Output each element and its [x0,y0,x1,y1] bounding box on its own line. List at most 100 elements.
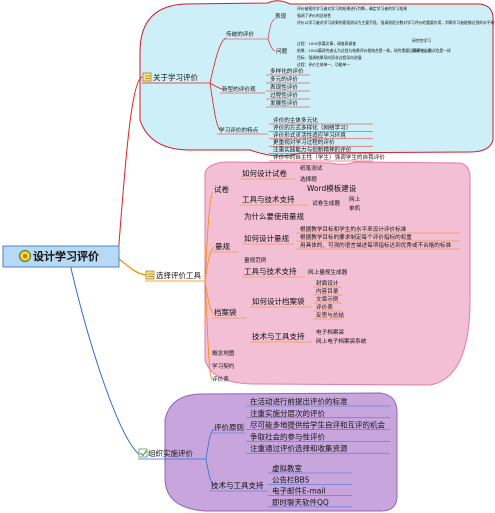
dangan-how-item: 反思与总结 [316,311,344,319]
node-qiyue[interactable]: 学习契约 [212,362,235,370]
b3-tools-item: 虚拟教室 [272,463,302,473]
note-icon [142,72,152,82]
dangan-tools[interactable]: 技术与工具支持 [252,331,305,341]
shijuan-gen[interactable]: 试卷生成器 [312,199,340,207]
shijuan-design-item-1: 纸笔测试 [300,164,323,172]
flower-icon [19,250,31,262]
guiliang-tools[interactable]: 工具与技术支持 [244,266,297,276]
root-label: 设计学习评价 [33,249,100,263]
check-icon [138,448,148,458]
xueyi-item: 评价中的自主性（学生）强调学生的自我评价 [273,153,385,161]
xueyi-item: 评价的方式多样化（网络学习） [273,123,351,131]
node-gainian[interactable]: 概念地图 [212,349,235,357]
yuanze-item: 在活动进行前提出评价的标准 [250,396,348,406]
connector-root-branch2 [117,257,147,276]
guiliang-why[interactable]: 为什么要使用量规 [244,211,304,221]
connector-wenti [267,38,276,52]
wenti-line: 结果：1000篇研究者认为过程与结果评价相结合是一致，研究需要后续研究，测试也是… [297,48,451,53]
branch3-label[interactable]: 组织实施评价 [148,448,193,458]
node-guiliang[interactable]: 量规 [215,241,230,251]
connector-root-branch1 [117,76,143,258]
panel-evaluation-about [139,0,494,157]
dangan-tools-item-2: 网上电子档案袋系统 [316,337,367,345]
biaoxian-line: 评价以学习者对学习成果的客观测试为主要手段，强调测验分数对学习评价的重要作用，判… [297,20,495,25]
biaoxian-line: 强调了评价的总结性 [297,13,331,18]
connector-b1-xueyi [209,82,221,131]
panel-implement-evaluation [164,392,398,512]
node-yuanze[interactable]: 评价原则 [214,423,244,432]
wenti-line: 过程：1000多篇文章，调查表调查 [297,41,356,46]
dangan-how-item: 评价表 [316,303,333,311]
shijuan-gen-item-2: 单机 [349,204,361,212]
yuanze-item: 尽可能多地提供给学生自评和互评的机会 [250,420,385,430]
xinxing-item: 过程性评价 [270,91,298,99]
xinxing-item: 发展性评价 [270,99,298,107]
wenti-line: 目标：强调结果导向而非过程导向进展 [297,55,362,60]
xueyi-item: 评价形式灵活性适应学习环境 [273,131,346,139]
b3-tools-item: 公告栏BBS [272,474,310,484]
node-xueyi[interactable]: 学习评价的特点 [219,126,259,134]
node-shijuan[interactable]: 试卷 [214,184,229,194]
b3-tools-item: 即时聊天软件QQ [272,497,329,507]
guiliang-how-item: 用具体的、可测的语言描述每项指标达到优秀或不合格的标准 [300,241,451,249]
xinxing-item: 多样化的评价 [270,67,304,75]
yuanze-item: 争取社会的参与性评价 [250,431,325,441]
node-dangan[interactable]: 档案袋 [214,307,237,317]
guiliang-example[interactable]: 量规范例 [244,256,267,264]
xinxing-item: 多元的评价 [270,75,298,83]
connector-b3-tools [205,458,215,486]
biaoxian-line: 评价被视作学习者对学习的结果进行判断，确定学习者的学习效果 [297,6,407,11]
note-icon [145,270,155,280]
biaoxian-details: 评价被视作学习者对学习的结果进行判断，确定学习者的学习效果强调了评价的总结性评价… [297,6,495,25]
wenti-right-item: 测评与选拔 [412,48,431,53]
yuanze-item: 注重实施分层次的评价 [250,408,325,418]
connector-b2-guiliang [204,246,215,282]
shijuan-word: Word模板建设 [307,183,357,193]
yuanze-item: 注重通过评价选择和收集资源 [250,443,348,453]
node-biaoxian[interactable]: 表现 [275,12,287,20]
dangan-how-item: 封面设计 [316,279,339,287]
xueyi-items: 评价的主体多元化评价的方式多样化（网络学习）评价形式灵活性适应学习环境更重视对学… [269,116,385,162]
dangan-how[interactable]: 如何设计档案袋 [252,296,305,306]
panel-evaluation-tools [204,161,471,386]
node-chuantong[interactable]: 传统的评价 [226,30,254,38]
node-wenti[interactable]: 问题 [276,47,288,55]
connector-b2-dangan [204,280,214,314]
wenti-line: 过程：评价主体单一，功能单一 [297,62,350,67]
xueyi-item: 注重实践能力与创新精神的评价 [273,146,352,154]
connector-b2-others [204,280,213,381]
connector-b1-xin [209,82,223,90]
wenti-details: 过程：1000多篇文章，调查表调查结果：1000篇研究者认为过程与结果评价相结合… [297,38,451,67]
guiliang-tools-item: 网上量规生成器 [308,268,348,276]
guiliang-how-items: 根据教学目标和学生的水平来设计评价标准根据教学目标的要求制定每个评价指标的权重用… [296,225,460,250]
dangan-how-item: 内容目录 [316,287,339,295]
dangan-tools-item-1: 电子档案袋 [316,328,344,336]
shijuan-design-item-2: 选择题 [300,175,317,183]
connector-root-branch3 [69,263,141,456]
branch1-label[interactable]: 关于学习评价 [153,72,198,82]
node-shijuan-design[interactable]: 如何设计试卷 [242,168,287,178]
yuanze-items: 在活动进行前提出评价的标准注重实施分层次的评价尽可能多地提供给学生自评和互评的机… [246,396,390,454]
connector-b3-yuanze [205,428,215,460]
xinxing-item: 表现性评价 [270,83,298,91]
node-pingjiabiao[interactable]: 评价表 [212,375,229,383]
connector-biaoxian [267,18,276,40]
connector-b2-shijuan [204,191,214,282]
shijuan-gen-item-1: 网上 [349,195,361,203]
guiliang-how[interactable]: 如何设计量规 [244,233,289,243]
root-node[interactable] [2,245,120,268]
xueyi-item: 更重视对学习过程的评价 [273,138,335,146]
branch2-label[interactable]: 选择评价工具 [156,270,201,280]
guiliang-how-item: 根据教学目标和学生的水平来设计评价标准 [300,225,407,233]
node-shijuan-tools[interactable]: 工具与技术支持 [242,194,295,204]
node-xinxing[interactable]: 新型的评价观 [222,85,256,93]
node-b3-tools[interactable]: 技术与工具支持 [211,480,264,490]
wenti-right-item: 研究性学习 [412,38,431,43]
dangan-how-item: 文章示例 [316,295,339,303]
guiliang-how-item: 根据教学目标的要求制定每个评价指标的权重 [300,233,412,241]
